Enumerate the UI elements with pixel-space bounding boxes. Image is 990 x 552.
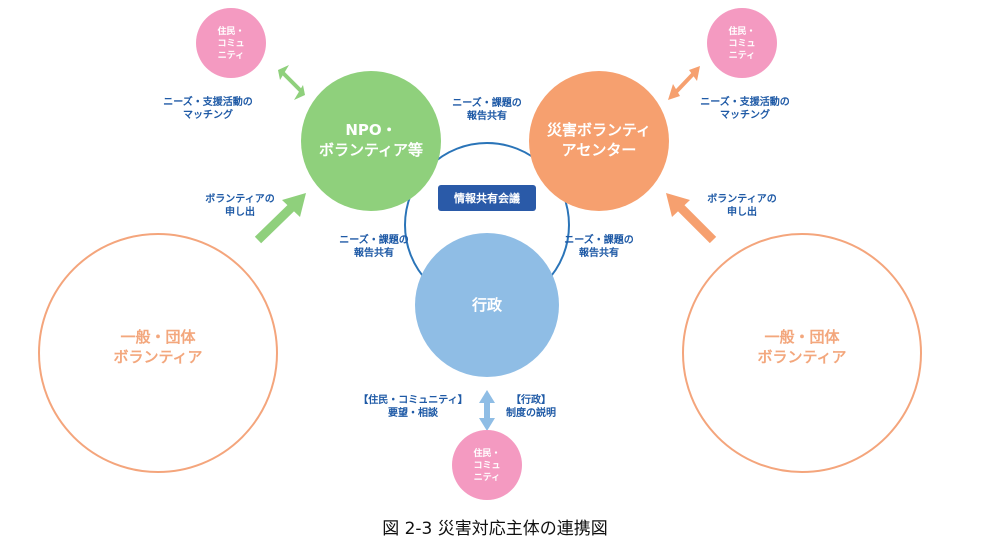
info-sharing-council-label: 情報共有会議 (454, 191, 520, 205)
report-left-line1: ニーズ・課題の (339, 233, 409, 246)
apply-right-line1: ボランティアの (707, 192, 776, 205)
matching-left-line1: ニーズ・支援活動の (163, 95, 253, 108)
arrow-general-right-center (666, 193, 717, 244)
apply-right-line2: 申し出 (727, 205, 757, 218)
arrow-resident-npo (278, 65, 305, 100)
general-left-line2: ボランティア (113, 348, 202, 366)
npo-label-line2: ボランティア等 (319, 141, 423, 159)
resident-tl-line3: ニティ (218, 50, 244, 61)
matching-right-line1: ニーズ・支援活動の (700, 95, 790, 108)
resident-tl-line2: コミュ (217, 38, 244, 49)
resident-bottom-line2: コミュ (473, 460, 500, 471)
resident-request-line1: 【住民・コミュニティ】 (358, 393, 467, 406)
report-top-line2: 報告共有 (467, 109, 507, 122)
resident-tr-line3: ニティ (729, 50, 755, 61)
government-label: 行政 (471, 296, 503, 314)
resident-top-right-node (707, 8, 777, 78)
arrow-general-left-npo (254, 193, 306, 244)
volunteer-center-node (529, 71, 669, 211)
report-right-line2: 報告共有 (579, 246, 619, 259)
matching-right-line2: マッチング (720, 108, 770, 121)
general-left-line1: 一般・団体 (120, 328, 196, 346)
general-right-line1: 一般・団体 (764, 328, 840, 346)
apply-left-line2: 申し出 (225, 205, 255, 218)
arrow-gov-resident (479, 390, 495, 431)
center-label-line1: 災害ボランティ (547, 121, 651, 139)
resident-bottom-line3: ニティ (474, 472, 500, 483)
resident-bottom-line1: 住民・ (473, 447, 500, 459)
general-volunteer-right-node (682, 233, 922, 473)
gov-explain-line1: 【行政】 (511, 393, 551, 406)
resident-top-left-node (196, 8, 266, 78)
general-right-line2: ボランティア (757, 348, 846, 366)
figure-caption: 図 2-3 災害対応主体の連携図 (382, 519, 608, 539)
arrow-resident-center (668, 66, 700, 100)
report-left-line2: 報告共有 (354, 246, 394, 259)
info-sharing-council-box (438, 185, 536, 211)
resident-request-line2: 要望・相談 (388, 406, 439, 419)
resident-tr-line2: コミュ (728, 38, 755, 49)
report-top-line1: ニーズ・課題の (452, 96, 522, 109)
npo-node (301, 71, 441, 211)
resident-tr-line1: 住民・ (728, 25, 755, 37)
center-label-line2: アセンター (562, 141, 637, 159)
apply-left-line1: ボランティアの (205, 192, 274, 205)
matching-left-line2: マッチング (183, 108, 233, 121)
report-right-line1: ニーズ・課題の (564, 233, 634, 246)
resident-bottom-node (452, 430, 522, 500)
resident-tl-line1: 住民・ (217, 25, 244, 37)
government-node (415, 233, 559, 377)
gov-explain-line2: 制度の説明 (506, 406, 556, 419)
general-volunteer-left-node (38, 233, 278, 473)
npo-label-line1: NPO・ (345, 121, 396, 139)
